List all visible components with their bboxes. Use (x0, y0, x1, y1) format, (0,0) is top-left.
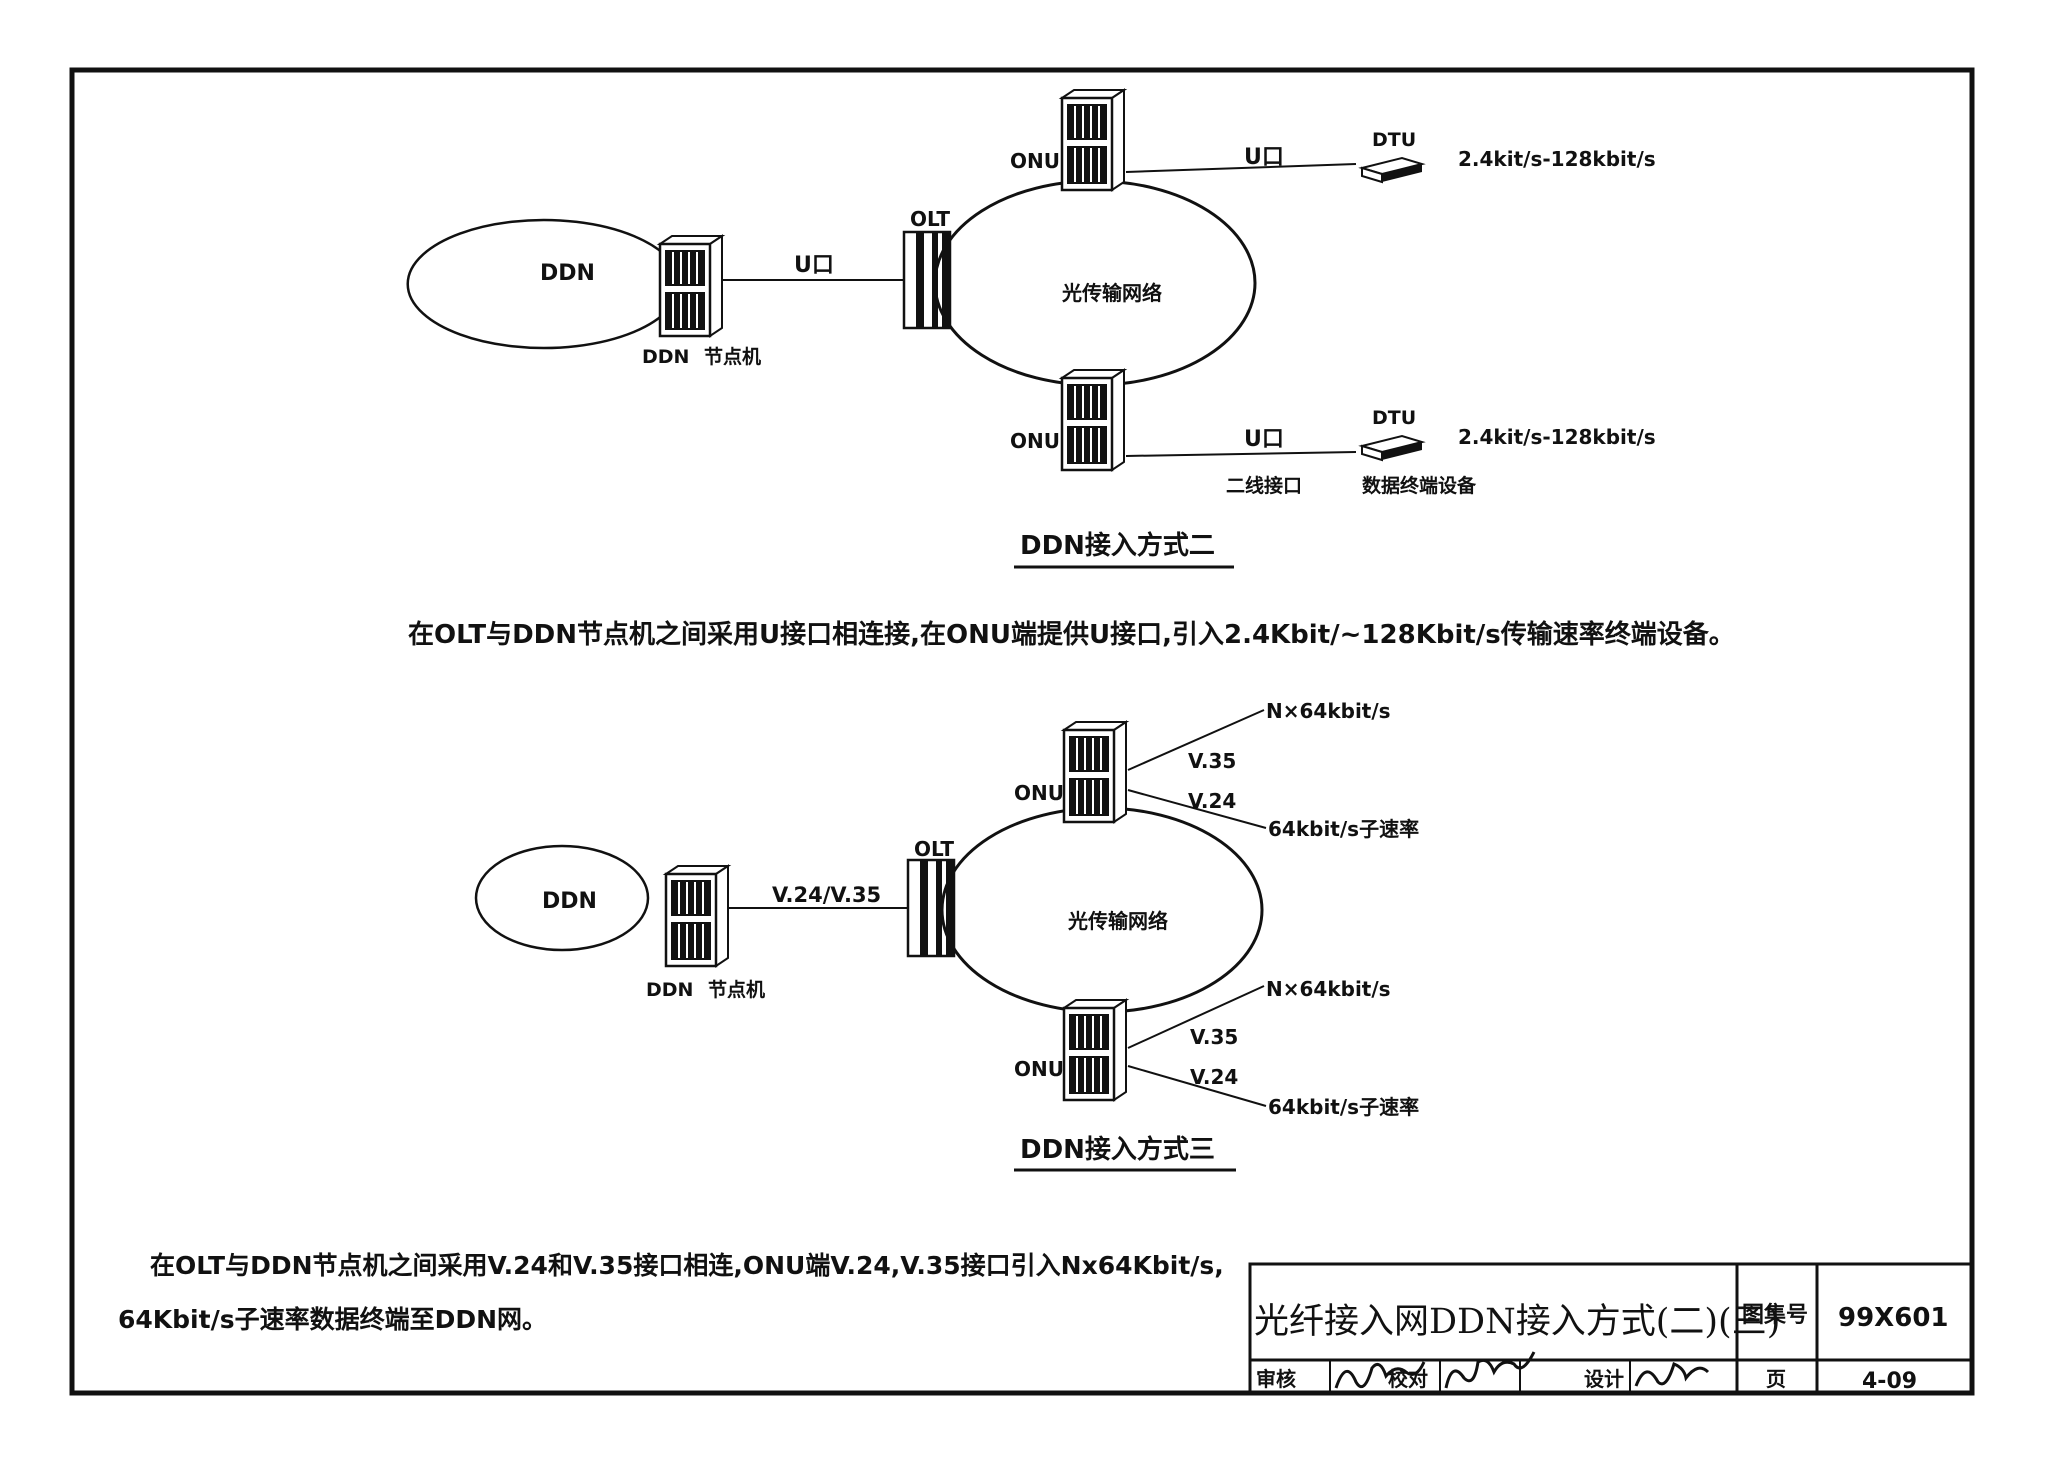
dtu-top-label: DTU (1372, 129, 1416, 151)
description-2: 在OLT与DDN节点机之间采用U接口相连接,在ONU端提供U接口,引入2.4Kb… (408, 620, 1735, 650)
u-link-label-2: U口 (794, 253, 834, 278)
onu-bottom-3 (1062, 998, 1128, 1102)
sub-bottom-label: 64kbit/s子速率 (1268, 1095, 1419, 1119)
title-block-labels: 光纤接入网DDN接入方式(二)(三) 图集号 99X601 审核 校对 设计 页… (1254, 1302, 1949, 1394)
rate-bottom-label: 2.4kit/s-128kbit/s (1458, 425, 1656, 449)
diagram-3-labels: DDN DDN 节点机 V.24/V.35 OLT 光传输网络 ONU ONU … (542, 699, 1419, 1165)
onu-bottom-3-line-nx64 (1127, 985, 1265, 1049)
onu-bottom-2 (1060, 368, 1126, 472)
diagram-3 (474, 709, 1267, 1172)
sub-top-label: 64kbit/s子速率 (1268, 817, 1419, 841)
ddn-node-label-a-3: DDN (646, 979, 693, 1001)
ddn-label-2: DDN (540, 261, 595, 286)
page-label: 页 (1766, 1367, 1786, 1391)
v35-top-label: V.35 (1188, 749, 1236, 773)
drawing-frame (69, 67, 1975, 1396)
dte-label: 数据终端设备 (1362, 474, 1477, 497)
u-bottom-label-2: U口 (1244, 427, 1284, 452)
nx64-top-label: N×64kbit/s (1266, 699, 1391, 723)
v35-bottom-label: V.35 (1190, 1025, 1238, 1049)
onu-top-label-2: ONU (1010, 149, 1060, 173)
title-block (1248, 1262, 1974, 1395)
signature-design (1634, 1362, 1710, 1387)
v-link-label-3: V.24/V.35 (772, 883, 881, 907)
page-number: 4-09 (1862, 1369, 1917, 1394)
ddn-node-3 (664, 864, 730, 968)
ddn-cloud-3 (474, 844, 650, 952)
review-label: 审核 (1256, 1367, 1296, 1391)
ddn-node-2 (658, 234, 724, 338)
drawing-title: 光纤接入网DDN接入方式(二)(三) (1254, 1302, 1780, 1342)
signature-review (1334, 1361, 1426, 1389)
rate-top-label: 2.4kit/s-128kbit/s (1458, 147, 1656, 171)
v24-top-label: V.24 (1188, 789, 1236, 813)
onu-top-3-line-nx64 (1127, 709, 1265, 771)
ddn-label-3: DDN (542, 889, 597, 914)
onu-bottom-label-3: ONU (1014, 1057, 1064, 1081)
dtu-bottom-label: DTU (1372, 407, 1416, 429)
ddn-node-label-b-2: 节点机 (704, 346, 761, 368)
nx64-bottom-label: N×64kbit/s (1266, 977, 1391, 1001)
diagram-2-labels: DDN DDN 节点机 U口 OLT 光传输网络 ONU ONU U口 U口 D… (540, 129, 1656, 561)
onu-top-label-3: ONU (1014, 781, 1064, 805)
ddn-node-label-b-3: 节点机 (708, 979, 765, 1001)
link-onu-bottom-dtu (1125, 451, 1357, 457)
description-3-line2: 64Kbit/s子速率数据终端至DDN网。 (118, 1305, 548, 1334)
caption-3: DDN接入方式三 (1020, 1134, 1215, 1165)
link-onu-top-dtu (1125, 163, 1357, 173)
dtu-bottom (1361, 435, 1423, 461)
check-label: 校对 (1388, 1367, 1428, 1391)
description-3-line1: 在OLT与DDN节点机之间采用V.24和V.35接口相连,ONU端V.24,V.… (150, 1251, 1224, 1280)
network-label-2: 光传输网络 (1061, 281, 1162, 305)
olt-label-2: OLT (910, 207, 950, 231)
diagram-2 (406, 88, 1423, 569)
atlas-label: 图集号 (1742, 1302, 1808, 1328)
onu-top-3 (1062, 720, 1128, 824)
two-wire-label: 二线接口 (1226, 474, 1302, 497)
onu-bottom-label-2: ONU (1010, 429, 1060, 453)
ddn-cloud-2 (406, 218, 669, 350)
caption-2: DDN接入方式二 (1020, 530, 1215, 561)
olt-3 (906, 858, 956, 958)
v24-bottom-label: V.24 (1190, 1065, 1238, 1089)
ddn-node-label-a-2: DDN (642, 346, 689, 368)
design-label: 设计 (1584, 1367, 1624, 1391)
onu-bottom-3-line-sub (1127, 1065, 1267, 1107)
atlas-number: 99X601 (1838, 1303, 1949, 1333)
dtu-top (1361, 157, 1423, 183)
network-label-3: 光传输网络 (1067, 909, 1168, 933)
onu-top-3-line-sub (1127, 789, 1267, 829)
u-top-label-2: U口 (1244, 145, 1284, 170)
onu-top-2 (1060, 88, 1126, 192)
signature-check (1444, 1351, 1536, 1389)
olt-label-3: OLT (914, 837, 954, 861)
